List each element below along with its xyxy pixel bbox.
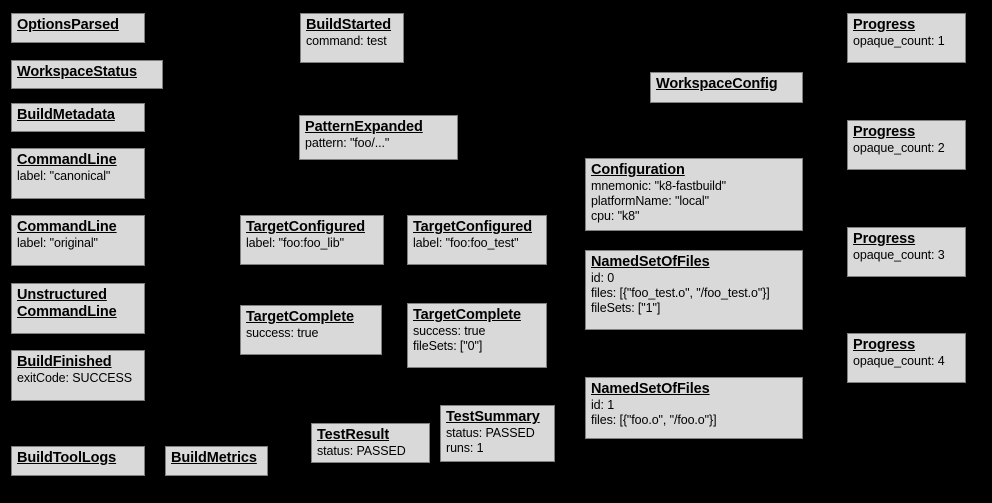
- node-title: WorkspaceStatus: [17, 64, 137, 80]
- node-property-line: opaque_count: 4: [853, 354, 945, 368]
- node-properties: success: true: [246, 326, 376, 341]
- node-title: TestSummary: [446, 409, 540, 425]
- node-title: Progress: [853, 231, 916, 247]
- node-build-tool-logs[interactable]: BuildToolLogs: [11, 446, 145, 476]
- node-title: NamedSetOfFiles: [591, 254, 710, 270]
- node-property-line: success: true: [413, 324, 486, 338]
- node-properties: label: "foo:foo_test": [413, 236, 541, 251]
- node-property-line: pattern: "foo/...": [305, 136, 390, 150]
- node-properties: pattern: "foo/...": [305, 136, 452, 151]
- node-build-metadata[interactable]: BuildMetadata: [11, 103, 145, 132]
- node-unstructured-command-line[interactable]: Unstructured CommandLine: [11, 283, 145, 334]
- node-property-line: status: PASSED: [446, 426, 535, 440]
- node-title: TargetConfigured: [246, 219, 365, 235]
- node-properties: opaque_count: 2: [853, 141, 960, 156]
- node-property-line: mnemonic: "k8-fastbuild": [591, 179, 727, 193]
- node-workspace-config[interactable]: WorkspaceConfig: [650, 72, 803, 103]
- node-property-line: success: true: [246, 326, 319, 340]
- node-title: Configuration: [591, 162, 685, 178]
- node-title: BuildStarted: [306, 17, 392, 33]
- node-title: OptionsParsed: [17, 17, 119, 33]
- node-properties: status: PASSED: [317, 444, 424, 459]
- node-property-line: opaque_count: 2: [853, 141, 945, 155]
- node-property-line: files: [{"foo_test.o", "/foo_test.o"}]: [591, 286, 770, 300]
- node-property-line: status: PASSED: [317, 444, 406, 458]
- node-properties: opaque_count: 3: [853, 248, 960, 263]
- node-property-line: fileSets: ["0"]: [413, 339, 483, 353]
- node-property-line: platformName: "local": [591, 194, 709, 208]
- node-property-line: id: 1: [591, 398, 615, 412]
- node-properties: label: "foo:foo_lib": [246, 236, 378, 251]
- node-build-metrics[interactable]: BuildMetrics: [165, 446, 268, 476]
- node-options-parsed[interactable]: OptionsParsed: [11, 13, 145, 43]
- node-title: Progress: [853, 17, 916, 33]
- node-properties: label: "canonical": [17, 169, 139, 184]
- node-property-line: opaque_count: 1: [853, 34, 945, 48]
- node-title: WorkspaceConfig: [656, 76, 778, 92]
- node-property-line: label: "foo:foo_lib": [246, 236, 344, 250]
- node-properties: mnemonic: "k8-fastbuild"platformName: "l…: [591, 179, 797, 224]
- node-property-line: label: "original": [17, 236, 98, 250]
- node-title: TargetComplete: [246, 309, 354, 325]
- node-property-line: fileSets: ["1"]: [591, 301, 661, 315]
- node-property-line: files: [{"foo.o", "/foo.o"}]: [591, 413, 717, 427]
- node-title: CommandLine: [17, 152, 117, 168]
- node-title: PatternExpanded: [305, 119, 423, 135]
- node-title: Progress: [853, 337, 916, 353]
- node-properties: command: test: [306, 34, 398, 49]
- node-property-line: cpu: "k8": [591, 209, 640, 223]
- node-properties: exitCode: SUCCESS: [17, 371, 139, 386]
- node-property-line: label: "canonical": [17, 169, 111, 183]
- node-property-line: runs: 1: [446, 441, 484, 455]
- node-properties: opaque_count: 1: [853, 34, 960, 49]
- node-properties: opaque_count: 4: [853, 354, 960, 369]
- node-title: Unstructured CommandLine: [17, 287, 117, 320]
- node-property-line: label: "foo:foo_test": [413, 236, 519, 250]
- node-property-line: id: 0: [591, 271, 615, 285]
- node-title: BuildMetadata: [17, 107, 115, 123]
- node-property-line: command: test: [306, 34, 387, 48]
- node-title: NamedSetOfFiles: [591, 381, 710, 397]
- node-title: TestResult: [317, 427, 390, 443]
- node-title: BuildMetrics: [171, 450, 257, 466]
- node-properties: label: "original": [17, 236, 139, 251]
- node-property-line: opaque_count: 3: [853, 248, 945, 262]
- node-title: BuildToolLogs: [17, 450, 117, 466]
- node-title: TargetComplete: [413, 307, 521, 323]
- node-title: BuildFinished: [17, 354, 112, 370]
- node-title: TargetConfigured: [413, 219, 532, 235]
- node-property-line: exitCode: SUCCESS: [17, 371, 133, 385]
- node-title: Progress: [853, 124, 916, 140]
- node-title: CommandLine: [17, 219, 117, 235]
- node-workspace-status[interactable]: WorkspaceStatus: [11, 60, 163, 89]
